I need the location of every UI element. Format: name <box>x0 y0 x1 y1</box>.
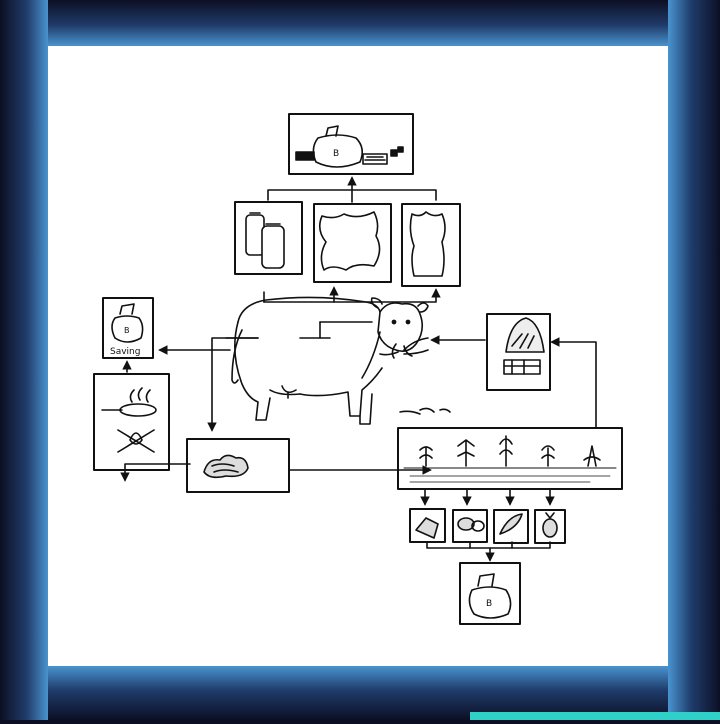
milk-cans-box <box>234 201 303 275</box>
cooking-fire-box <box>93 373 170 471</box>
cow-illustration <box>231 296 451 425</box>
harvest-vegetables-box <box>452 509 488 543</box>
saving-box: B Saving <box>102 297 154 359</box>
bag-money-symbol: B <box>486 599 492 609</box>
money-bag-box: B <box>459 562 521 625</box>
diagram-sheet <box>48 46 668 666</box>
meat-box <box>401 203 461 287</box>
harvest-fruit-box <box>534 509 566 544</box>
crop-field-box <box>397 427 623 490</box>
saving-label: Saving <box>110 347 140 357</box>
dung-box <box>186 438 290 493</box>
harvest-grain-box <box>409 508 446 543</box>
saving-money-symbol: B <box>124 326 130 335</box>
hide-leather-box <box>313 203 392 283</box>
money-symbol-top: B <box>333 149 339 159</box>
feed-hay-box <box>486 313 551 391</box>
harvest-corn-box <box>493 509 529 544</box>
money-goods-box: B <box>288 113 414 175</box>
